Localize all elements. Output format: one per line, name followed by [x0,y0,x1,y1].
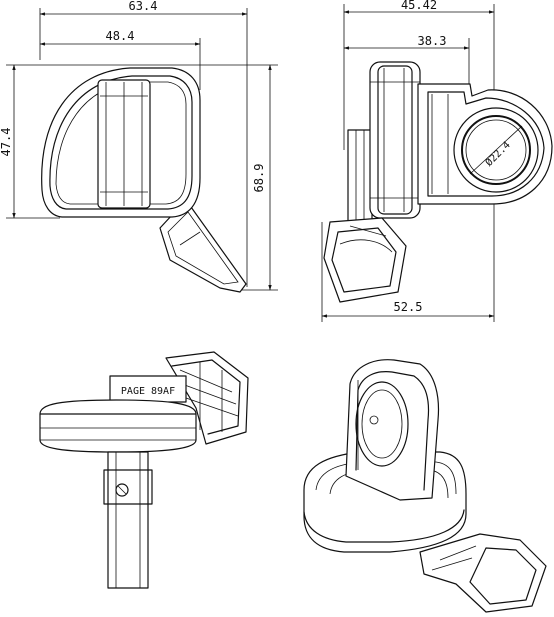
bottom-disk [39,399,197,453]
side-lever-hex [323,217,407,303]
front-body [41,67,201,218]
iso-tower [345,359,440,501]
dim-side-body-width: 38.3 [343,34,470,100]
dim-label-side-lever-width: 52.5 [394,300,423,314]
dim-side-lever-width: 52.5 [321,200,495,322]
bottom-marking-text: PAGE 89AF [121,386,175,397]
dim-front-overall-width: 63.4 [39,0,248,287]
side-view: 45.42 38.3 52.5 [321,0,553,322]
bottom-hub: PAGE 89AF [109,375,187,403]
dim-label-overall-height: 68.9 [252,164,266,193]
front-view: 63.4 48.4 47.4 68.9 [0,0,278,293]
bottom-view: PAGE 89AF [39,351,249,589]
dim-front-body-width: 48.4 [39,29,201,90]
dim-front-overall-height: 68.9 [175,64,278,291]
iso-lever [419,533,547,613]
dim-label-side-overall-width: 45.42 [401,0,437,12]
dim-label-overall-width: 63.4 [129,0,158,13]
dim-label-side-body-width: 38.3 [418,34,447,48]
bottom-lever-cage [165,351,249,445]
bottom-stem [103,451,153,589]
bottom-screw-icon [115,483,129,497]
side-disk [369,61,421,219]
iso-screw-icon [369,415,379,425]
isometric-view [303,359,547,613]
side-stem [347,129,373,227]
dim-label-body-width: 48.4 [106,29,135,43]
dim-front-body-height: 47.4 [0,64,175,219]
side-clamp: Ø22.4 [417,83,553,205]
dim-side-overall-width: 45.42 [343,0,495,150]
dim-label-body-height: 47.4 [0,128,13,157]
